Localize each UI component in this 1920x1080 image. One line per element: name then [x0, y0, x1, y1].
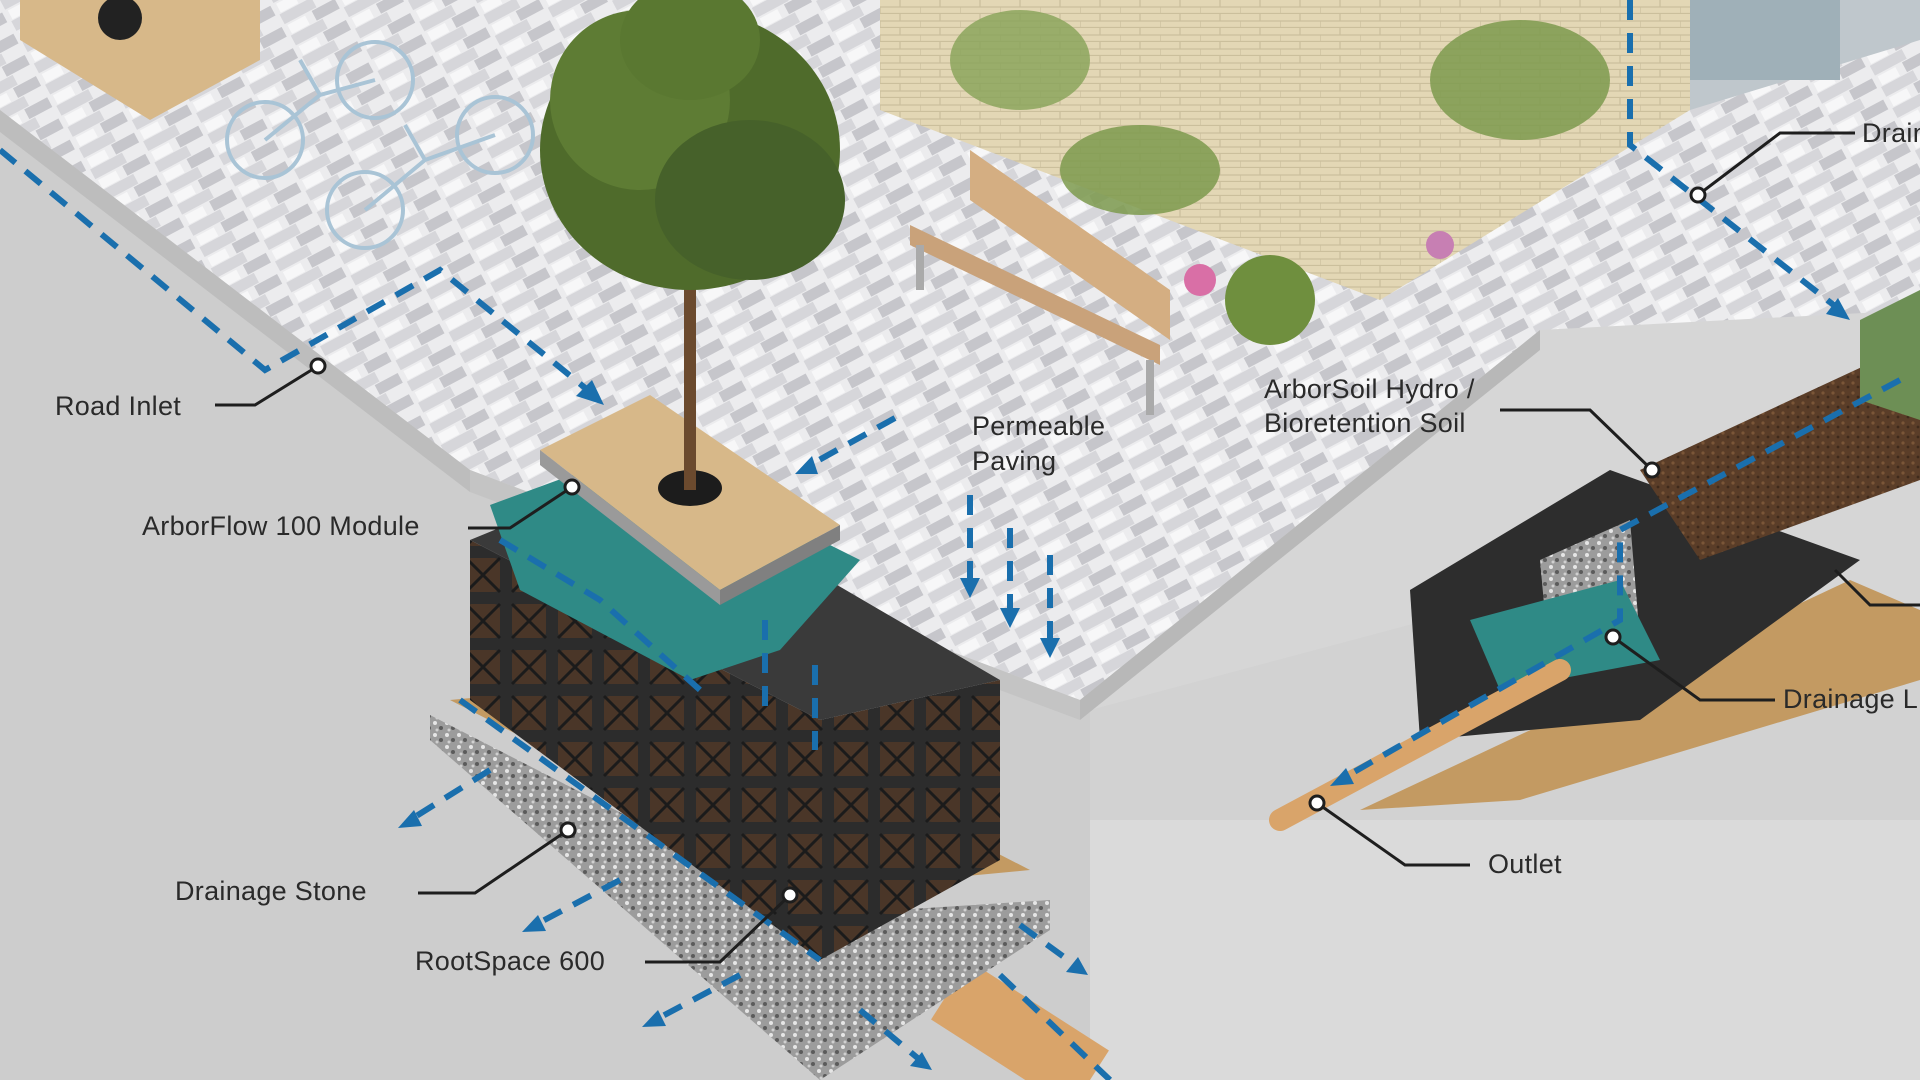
callout-rootspace: RootSpace 600: [415, 886, 799, 976]
flow-arrowhead: [910, 1052, 932, 1070]
flow-arrowhead: [576, 380, 604, 405]
label-drainage-layer: Drainage L: [1783, 684, 1918, 714]
flow-arrow-out-2: [533, 877, 622, 928]
label-permeable-paving-line2: Paving: [972, 446, 1056, 476]
callouts: Drain Road Inlet Permeable Paving ArborS…: [55, 118, 1920, 976]
flow-arrowhead: [1066, 957, 1088, 975]
callout-drainage-right-edge: [1833, 568, 1920, 607]
label-drainage-top: Drain: [1862, 118, 1920, 148]
building-icon: [880, 0, 1920, 345]
label-permeable-paving-line1: Permeable: [972, 411, 1105, 441]
label-arborsoil-line1: ArborSoil Hydro /: [1264, 374, 1475, 404]
callout-permeable-paving: Permeable Paving: [972, 411, 1105, 476]
flow-arrowhead: [642, 1010, 666, 1027]
callout-road-inlet: Road Inlet: [55, 357, 327, 421]
flow-arrow-out-1: [408, 767, 492, 823]
callout-drainage-layer: Drainage L: [1604, 628, 1918, 714]
tree-grate-back: [20, 0, 260, 120]
flow-arrowhead: [1000, 608, 1020, 628]
flow-arrow-drain-pipe: [1627, 0, 1842, 313]
label-drainage-stone: Drainage Stone: [175, 876, 367, 906]
label-rootspace: RootSpace 600: [415, 946, 605, 976]
callout-drainage-top: Drain: [1689, 118, 1920, 204]
flow-arrowhead: [795, 456, 818, 474]
tree-icon: [540, 0, 845, 490]
flow-arrow-grate: [808, 415, 897, 468]
callout-arborsoil: ArborSoil Hydro / Bioretention Soil: [1264, 374, 1661, 479]
flow-arrow-out-5: [858, 1007, 922, 1063]
label-outlet: Outlet: [1488, 849, 1562, 879]
bench-icon: [910, 150, 1170, 415]
label-road-inlet: Road Inlet: [55, 391, 181, 421]
pipe-icon: [931, 659, 1571, 1080]
flow-arrow-planter: [1338, 377, 1902, 783]
flow-arrow-module-3: [498, 537, 703, 693]
label-arborsoil-line2: Bioretention Soil: [1264, 408, 1466, 438]
flow-arrow-road: [0, 147, 602, 403]
bicycle-icon: [225, 40, 535, 250]
flow-arrowhead: [522, 915, 546, 932]
flow-arrowhead: [1040, 638, 1060, 658]
callout-arborflow: ArborFlow 100 Module: [142, 478, 581, 541]
flow-arrowhead: [398, 810, 422, 828]
bioretention-planter: [1360, 290, 1920, 810]
callout-outlet: Outlet: [1308, 794, 1562, 879]
flow-arrow-base: [458, 697, 822, 963]
flow-arrow-out-3: [653, 972, 742, 1023]
flow-arrowhead: [960, 578, 980, 598]
flow-arrowhead: [1330, 768, 1354, 786]
flow-arrow-pipe: [997, 972, 1113, 1080]
label-arborflow: ArborFlow 100 Module: [142, 511, 420, 541]
callout-drainage-stone: Drainage Stone: [175, 821, 577, 906]
flow-arrowhead: [1826, 298, 1850, 320]
flow-arrow-out-4: [1018, 922, 1077, 968]
